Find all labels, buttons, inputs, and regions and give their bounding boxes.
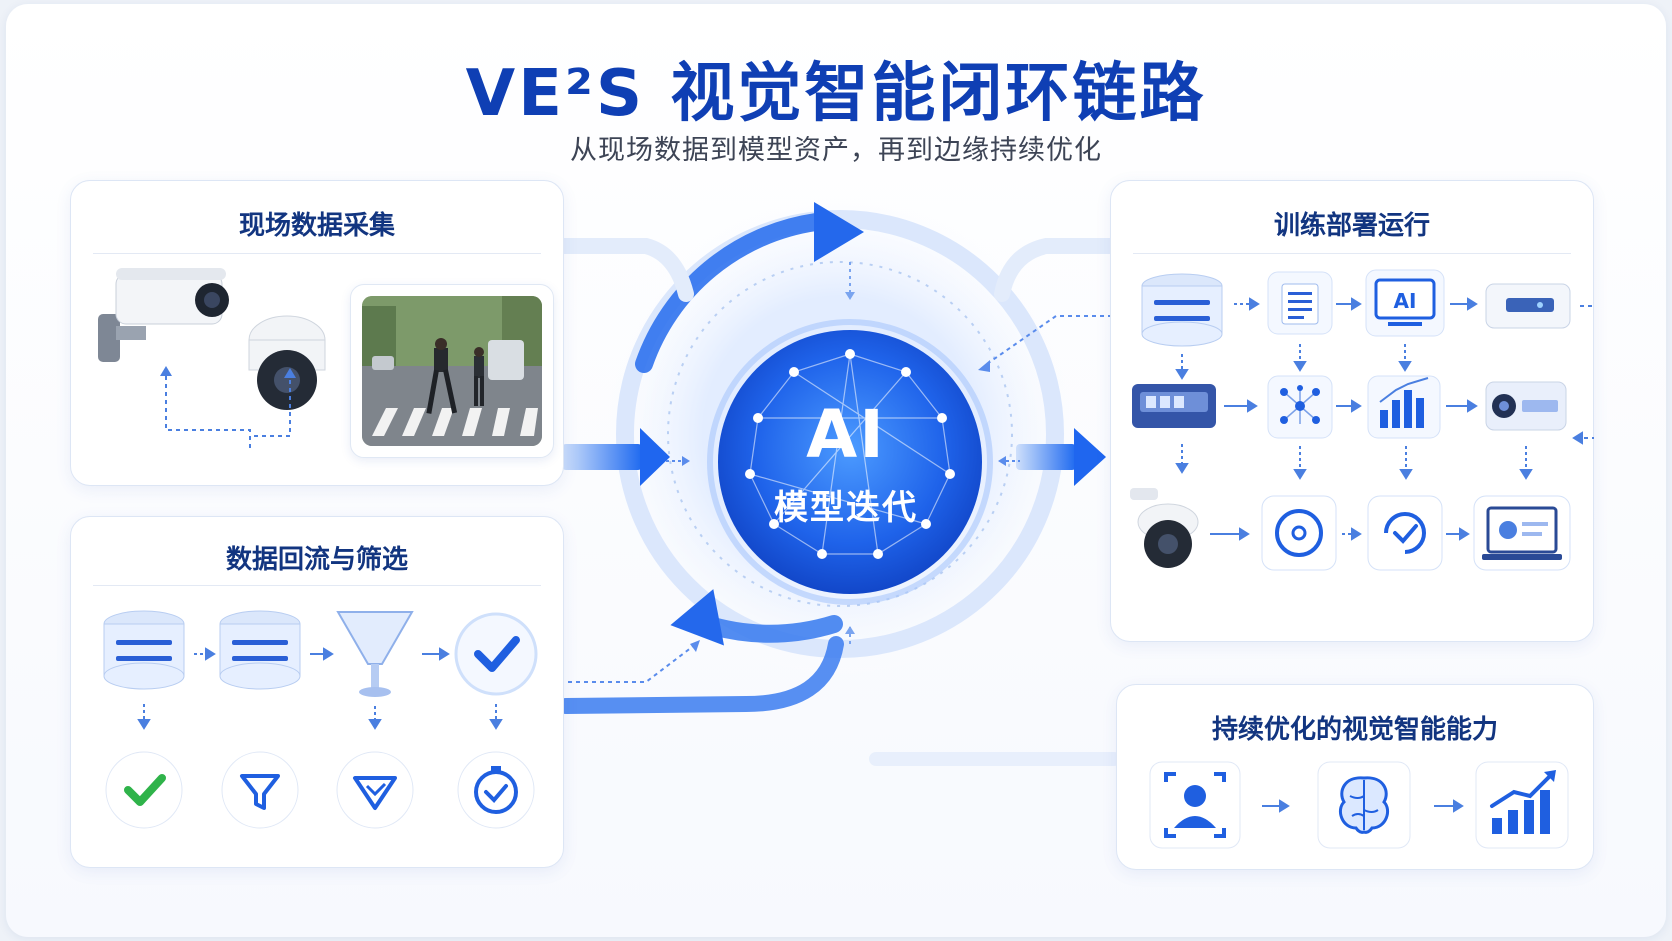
arrow-core-to-training xyxy=(1016,444,1076,470)
target-cycle-icon xyxy=(1261,495,1337,571)
ai-monitor-icon: AI xyxy=(1365,269,1445,337)
brain-icon xyxy=(1317,761,1411,849)
page-title: VE²S 视觉智能闭环链路 xyxy=(465,57,1207,131)
dotted-ring xyxy=(667,261,1013,607)
filtering-flow xyxy=(103,610,538,829)
street-crosswalk-photo xyxy=(362,296,542,446)
page-canvas: AI 模型迭代 VE²S 视觉智能闭环链路 从现场数据到模型资产，再到边缘持续优… xyxy=(6,4,1666,937)
panel-title-collection: 现场数据采集 xyxy=(238,211,395,241)
core-label-ai: AI xyxy=(806,396,886,473)
panel-title-optimization: 持续优化的视觉智能能力 xyxy=(1211,715,1498,745)
edge-device-icon xyxy=(1485,283,1571,329)
sync-check-icon xyxy=(1367,495,1443,571)
laptop-dashboard-icon xyxy=(1473,495,1571,571)
filter-icon xyxy=(221,751,299,829)
projector-camera-icon xyxy=(1485,381,1567,431)
panel-title-training: 训练部署运行 xyxy=(1273,211,1430,241)
flow-connectors xyxy=(554,184,1144,766)
arrow-collection-to-core xyxy=(562,444,642,470)
network-graph-icon xyxy=(1267,375,1333,439)
shield-filter-icon xyxy=(336,751,414,829)
return-arrow-line xyxy=(558,636,844,714)
dome-camera-icon xyxy=(248,315,326,410)
ai-monitor-label: AI xyxy=(1394,289,1417,313)
collection-dashed-arrows xyxy=(160,366,296,452)
bullet-camera-icon xyxy=(98,268,229,362)
timer-check-icon xyxy=(457,751,535,829)
database-icon xyxy=(1141,273,1223,347)
server-icon xyxy=(1132,384,1216,428)
bottom-cycle-arrow xyxy=(697,615,843,643)
face-scan-icon xyxy=(1149,761,1241,849)
checkmark-icon xyxy=(454,612,538,696)
ptz-camera-icon xyxy=(1130,488,1199,568)
optimization-flow xyxy=(1149,761,1569,849)
core-sphere xyxy=(718,330,982,594)
growth-chart-icon xyxy=(1475,761,1569,849)
database-icon xyxy=(103,610,185,690)
document-icon xyxy=(1267,271,1333,335)
bar-chart-icon xyxy=(1367,375,1441,439)
database-icon xyxy=(219,610,301,690)
page-subtitle: 从现场数据到模型资产，再到边缘持续优化 xyxy=(570,135,1102,166)
panel-title-filtering: 数据回流与筛选 xyxy=(225,545,408,575)
training-flow: AI xyxy=(1130,269,1594,571)
check-green-icon xyxy=(105,751,183,829)
top-cycle-arrow xyxy=(635,213,825,373)
funnel-icon xyxy=(336,611,414,697)
core-label-model-iteration: 模型迭代 xyxy=(774,488,918,528)
